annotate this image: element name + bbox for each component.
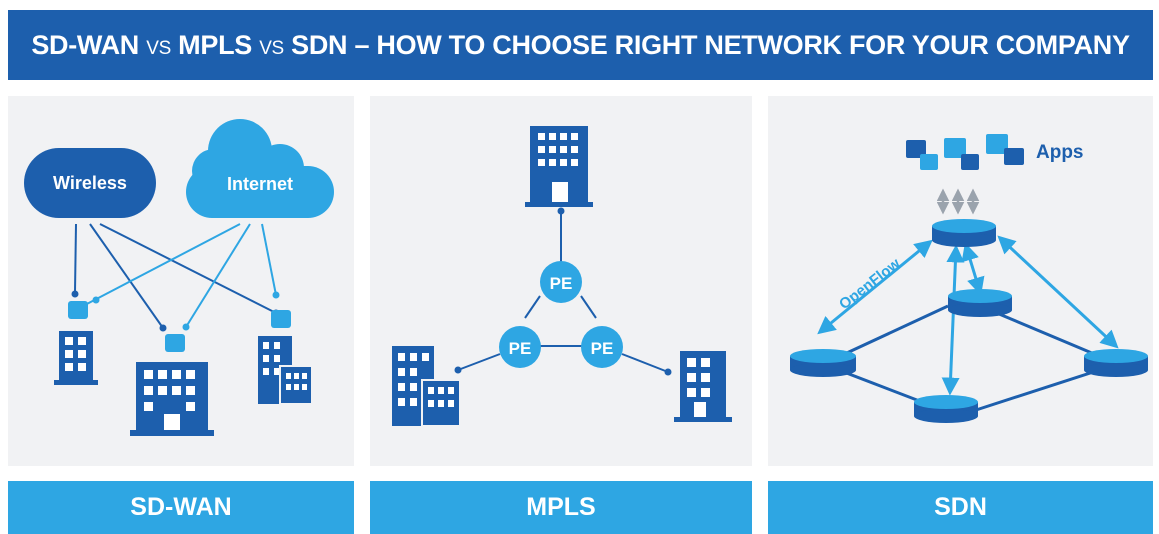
title-mpls: MPLS: [178, 29, 252, 60]
link-line: [99, 223, 277, 314]
pe-left-label: PE: [509, 339, 532, 358]
sdwan-panel: Wireless Internet: [8, 96, 354, 466]
apps-icon: [906, 134, 1024, 170]
apps-label: Apps: [1036, 142, 1084, 163]
building-icon: [130, 362, 214, 436]
building-icon: [674, 351, 732, 422]
switch-icon: [914, 395, 978, 423]
switch-icon: [790, 349, 856, 377]
pe-right-label: PE: [591, 339, 614, 358]
mpls-links: [457, 208, 669, 373]
mpls-panel: PE PE PE: [370, 96, 752, 466]
link-line: [261, 223, 277, 296]
mpls-footer: MPLS: [370, 481, 752, 534]
switch-links: [822, 304, 1119, 412]
link-line: [82, 223, 241, 307]
title-vs-2: VS: [259, 37, 284, 59]
sdn-footer-label: SDN: [934, 493, 987, 521]
internet-cloud-icon: Internet: [186, 119, 334, 218]
pe-node-right: PE: [581, 326, 623, 368]
title-vs-1: VS: [146, 37, 171, 59]
openflow-arrows: [817, 235, 1119, 396]
title-banner: SD-WAN VS MPLS VS SDN – HOW TO CHOOSE RI…: [8, 10, 1153, 80]
internet-links: [82, 223, 277, 328]
sdn-panel: Apps OpenFlow: [768, 96, 1153, 466]
building-cluster-icon: [258, 336, 313, 405]
building-icon: [525, 126, 593, 207]
openflow-label: OpenFlow: [836, 255, 904, 313]
internet-label: Internet: [227, 174, 293, 194]
title-sdwan: SD-WAN: [31, 29, 140, 60]
sdwan-diagram: Wireless Internet: [24, 119, 334, 436]
router-icon: [271, 310, 291, 328]
link-line: [74, 223, 77, 293]
sdn-diagram: Apps OpenFlow: [790, 134, 1148, 423]
wireless-cloud-icon: Wireless: [24, 148, 156, 218]
sdn-footer: SDN: [768, 481, 1153, 534]
switch-icon: [1084, 349, 1148, 377]
link-line: [89, 223, 164, 329]
sdwan-footer-label: SD-WAN: [130, 493, 232, 521]
router-icon: [68, 301, 88, 319]
pe-node-top: PE: [540, 261, 582, 303]
controller-switch-icon: [932, 219, 996, 247]
mpls-diagram: PE PE PE: [392, 126, 732, 427]
app-controller-arrows: [936, 188, 980, 215]
link-line: [185, 223, 251, 328]
switch-icon: [948, 289, 1012, 317]
router-icon: [165, 334, 185, 352]
title-sdn-rest: SDN – HOW TO CHOOSE RIGHT NETWORK FOR YO…: [291, 29, 1130, 60]
pe-top-label: PE: [550, 274, 573, 293]
pe-node-left: PE: [499, 326, 541, 368]
mpls-footer-label: MPLS: [526, 493, 596, 521]
building-icon: [54, 331, 98, 385]
wireless-links: [74, 223, 277, 329]
page-title: SD-WAN VS MPLS VS SDN – HOW TO CHOOSE RI…: [31, 29, 1130, 61]
building-cluster-icon: [392, 346, 461, 427]
wireless-label: Wireless: [53, 173, 127, 193]
sdwan-footer: SD-WAN: [8, 481, 354, 534]
